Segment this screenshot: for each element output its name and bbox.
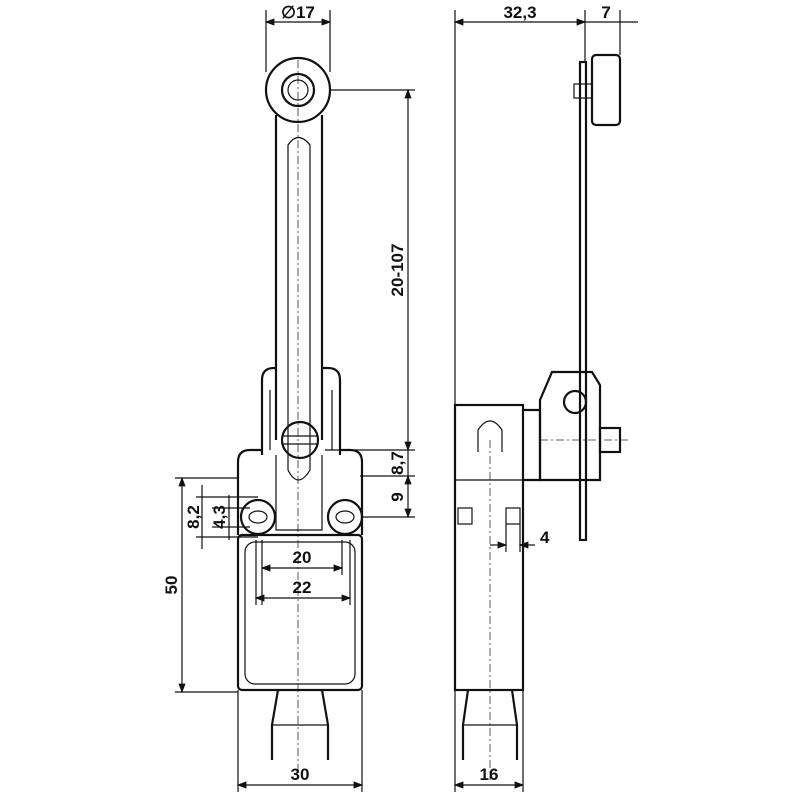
dim-hole-offset: 9	[388, 492, 407, 501]
dim-roller-diameter: ∅17	[281, 3, 315, 22]
lever-side	[578, 60, 588, 542]
dim-depth: 16	[480, 765, 499, 784]
dim-hole-diameter: 4,3	[210, 505, 229, 529]
dim-side-offset: 32,3	[503, 3, 536, 22]
dim-hole-spacing: 8,2	[184, 505, 203, 529]
mount-hole-left	[239, 498, 277, 536]
hub-screw	[598, 426, 622, 454]
roller-side	[590, 53, 622, 127]
clamp-screw	[280, 420, 320, 460]
front-view	[236, 56, 364, 780]
switch-head	[236, 448, 364, 535]
dim-width: 30	[291, 765, 310, 784]
dim-lever-length: 20-107	[388, 244, 407, 297]
dim-head-offset: 8,7	[388, 451, 407, 475]
side-view	[453, 53, 630, 780]
lever-slot	[287, 136, 311, 481]
bracket	[260, 366, 342, 455]
mount-hole-right	[326, 498, 364, 536]
dim-height: 50	[162, 576, 181, 595]
dim-pin: 4	[540, 528, 550, 547]
lever-hub	[538, 370, 602, 482]
switch-body	[236, 533, 364, 692]
dim-roller-width: 7	[601, 3, 610, 22]
dim-hole-distance: 22	[293, 578, 312, 597]
lever-arm	[274, 115, 324, 440]
switch-body-side	[453, 403, 525, 692]
dim-inner-width: 20	[293, 548, 312, 567]
dimensions: ∅17 20-107 8,7 9 50 8,2 4,3 20 22 30	[162, 3, 638, 792]
